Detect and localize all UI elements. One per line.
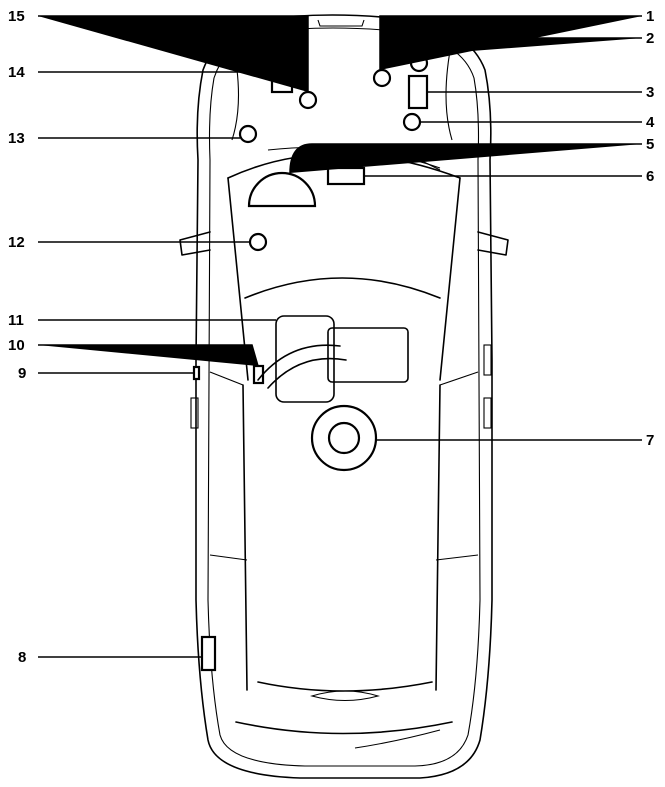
component-1: [372, 68, 392, 88]
component-3: [407, 74, 429, 110]
callout-15: 15: [8, 8, 25, 25]
leader-2: [418, 37, 642, 56]
callout-3: 3: [646, 84, 654, 101]
leader-lines: [38, 15, 642, 658]
component-6: [326, 166, 366, 186]
callout-11: 11: [8, 312, 24, 329]
callout-9: 9: [18, 365, 26, 382]
callout-2: 2: [646, 30, 654, 47]
components: [192, 53, 429, 672]
callout-10: 10: [8, 337, 25, 354]
component-8: [200, 635, 217, 672]
component-5: [247, 171, 317, 208]
callout-4: 4: [646, 114, 655, 131]
callout-14: 14: [8, 64, 25, 81]
component-13: [238, 124, 258, 144]
callout-7: 7: [646, 432, 654, 449]
leader-5: [289, 143, 642, 174]
component-11: [257, 315, 409, 403]
callout-1: 1: [646, 8, 654, 25]
component-15: [298, 90, 318, 110]
callout-13: 13: [8, 130, 25, 147]
callout-numbers: 1 2 3 4 5 6 7 8 9 10 11 12 13 14 15: [8, 8, 655, 666]
callout-12: 12: [8, 234, 25, 251]
component-4: [402, 112, 422, 132]
component-12: [248, 232, 268, 252]
callout-6: 6: [646, 168, 654, 185]
callout-8: 8: [18, 649, 26, 666]
leader-10: [38, 344, 259, 367]
leader-15: [38, 15, 309, 92]
callout-5: 5: [646, 136, 654, 153]
component-7: [310, 404, 378, 472]
component-9: [192, 365, 201, 381]
car-outline: [179, 14, 509, 779]
